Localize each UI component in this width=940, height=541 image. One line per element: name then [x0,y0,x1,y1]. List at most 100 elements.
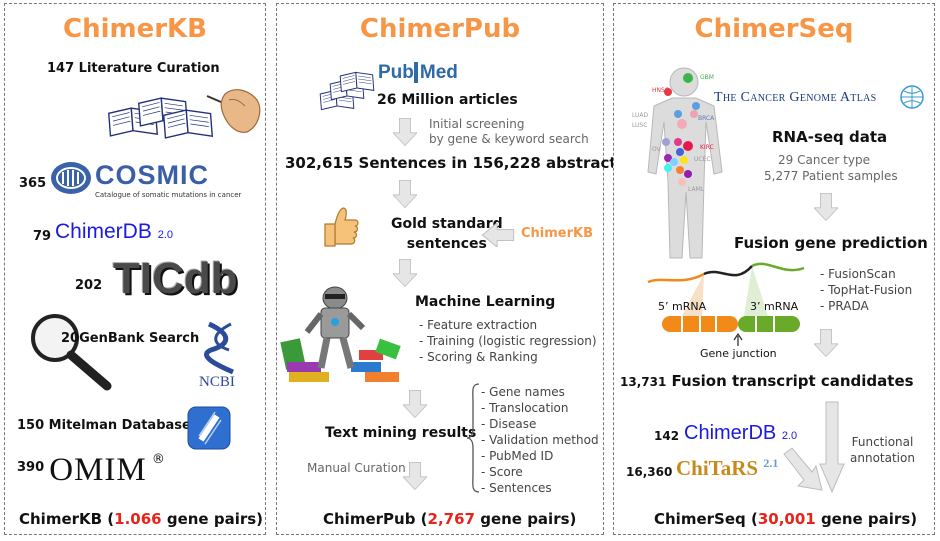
ncbi-helix-icon [204,321,234,375]
footer-prefix: ChimerKB ( [19,510,115,528]
arrow-down-5 [403,461,427,491]
fusion-prediction-label: Fusion gene prediction [734,234,928,252]
arrow-left-chimerkb [481,223,515,247]
omim-logo: 390 OMIM ® [17,452,165,489]
functional-annotation-label: Functional annotation [850,434,915,466]
screening-line2: by gene & keyword search [429,132,589,146]
literature-count: 147 [47,61,75,76]
cancer-type-count: 29 Cancer type [778,153,870,167]
chimerkb-panel: ChimerKB 147 Literature Curation 365 COS… [4,3,266,535]
body-label-luad: LUAD [632,112,649,119]
rnaseq-label: RNA-seq data [772,128,888,146]
candidate-text: Fusion transcript candidates [671,372,914,390]
mitelman-db-icon [187,406,231,450]
genbank-text: GenBank Search [79,331,200,346]
footer-prefix: ChimerPub ( [323,510,428,528]
result-field: - Score [481,465,523,479]
literature-text: Literature Curation [78,61,220,76]
thumbs-up-icon [324,207,359,247]
rnaseq-stats: 29 Cancer type 5,277 Patient samples [764,152,898,184]
text-mining-results-label: Text mining results [325,425,477,441]
body-label-hnsc: HNSC [652,87,669,94]
sentences-label: 302,615 Sentences in 156,228 abstracts [285,154,626,172]
gold-standard-label: Gold standard sentences [391,214,503,254]
chimerdb-seq-version: 2.0 [781,430,798,442]
mitelman-text: Mitelman Database [48,418,191,433]
writing-hand-icon [206,89,261,133]
mitelman-count: 150 [17,418,45,433]
body-label-laml: LAML [688,186,705,193]
ticdb-count: 202 [75,278,103,293]
articles-label: 26 Million articles [377,92,518,108]
screening-text: Initial screening by gene & keyword sear… [429,117,589,147]
arrow-down-2 [393,179,417,209]
chitars-version: 2.1 [763,456,779,470]
fusion-gene-diagram [647,262,805,346]
genbank-label: 20GenBank Search [61,331,199,346]
magnifier-icon [31,314,112,391]
three-prime-mrna-label: 3’ mRNA [750,300,799,313]
chimerdb-seq-count: 142 [654,429,680,443]
gold-standard-line2: sentences [406,236,487,252]
chimerpub-gene-pair-count: 2,767 [427,510,475,528]
result-field: - PubMed ID [481,449,554,463]
manual-curation-label: Manual Curation [307,461,406,475]
chimerseq-footer: ChimerSeq (30,001 gene pairs) [654,510,917,528]
body-label-gbm: GBM [700,74,714,81]
result-field: - Validation method [481,433,599,447]
tcga-globe-icon [900,85,924,109]
human-body-icon [647,67,723,259]
result-fields-list: - Gene names - Translocation - Disease -… [481,384,599,496]
prediction-tool: - TopHat-Fusion [820,283,913,297]
prediction-tools-list: - FusionScan - TopHat-Fusion - PRADA [820,266,912,314]
five-prime-mrna-label: 5’ mRNA [658,300,707,313]
pubmed-logo-part2: Med [413,62,458,83]
chimerpub-title: ChimerPub [359,14,521,44]
chimerseq-gene-pair-count: 30,001 [757,510,816,528]
result-field: - Gene names [481,385,565,399]
footer-suffix: gene pairs) [474,510,577,528]
pubmed-logo-part1: Pub [378,62,414,83]
chimerdb-logo: ChimerDB 2.0 [55,220,173,244]
chimerkb-footer: ChimerKB (1.066 gene pairs) [19,510,263,528]
ticdb-logo: TICdb [113,254,238,303]
ml-step: - Scoring & Ranking [419,350,538,364]
machine-learning-label: Machine Learning [415,294,556,310]
footer-suffix: gene pairs) [815,510,918,528]
chimerdb-version: 2.0 [157,229,173,241]
chimerdb-seq-name: ChimerDB [684,422,777,444]
chimerseq-panel: ChimerSeq GBM HNSC LUAD LUSC BRCA KIRC U… [613,3,935,535]
footer-prefix: ChimerSeq ( [654,510,758,528]
ncbi-label: NCBI [199,374,235,390]
gene-junction-label: Gene junction [700,347,777,360]
arrow-down-seq-2 [814,328,838,358]
chimerkb-gene-pair-count: 1.066 [114,510,162,528]
body-label-ov: OV [652,146,661,153]
omim-registered: ® [151,452,165,467]
robot-books-icon [280,286,401,382]
mitelman-label: 150 Mitelman Database [17,418,191,433]
arrow-down-1 [393,117,417,147]
genbank-count: 20 [61,331,80,346]
body-label-kirc: KIRC [700,144,714,151]
result-field: - Disease [481,417,537,431]
arrow-down-4 [403,389,427,419]
omim-count: 390 [17,460,45,475]
omim-name: OMIM [49,452,147,488]
patient-sample-count: 5,277 Patient samples [764,169,898,183]
arrow-down-seq-1 [814,192,838,222]
screening-line1: Initial screening [429,117,525,131]
chimerpub-footer: ChimerPub (2,767 gene pairs) [323,510,576,528]
chimerdb-count: 79 [33,229,52,244]
footer-suffix: gene pairs) [161,510,264,528]
articles-books-icon [319,71,375,111]
result-field: - Sentences [481,481,552,495]
cosmic-name: COSMIC [95,160,209,190]
result-field: - Translocation [481,401,569,415]
chimerkb-source-label: ChimerKB [521,226,594,241]
chimerdb-name: ChimerDB [55,220,152,243]
chimerkb-title: ChimerKB [62,14,207,44]
chimerdb-seq-logo: ChimerDB 2.0 [684,422,797,445]
prediction-tool: - FusionScan [820,267,896,281]
